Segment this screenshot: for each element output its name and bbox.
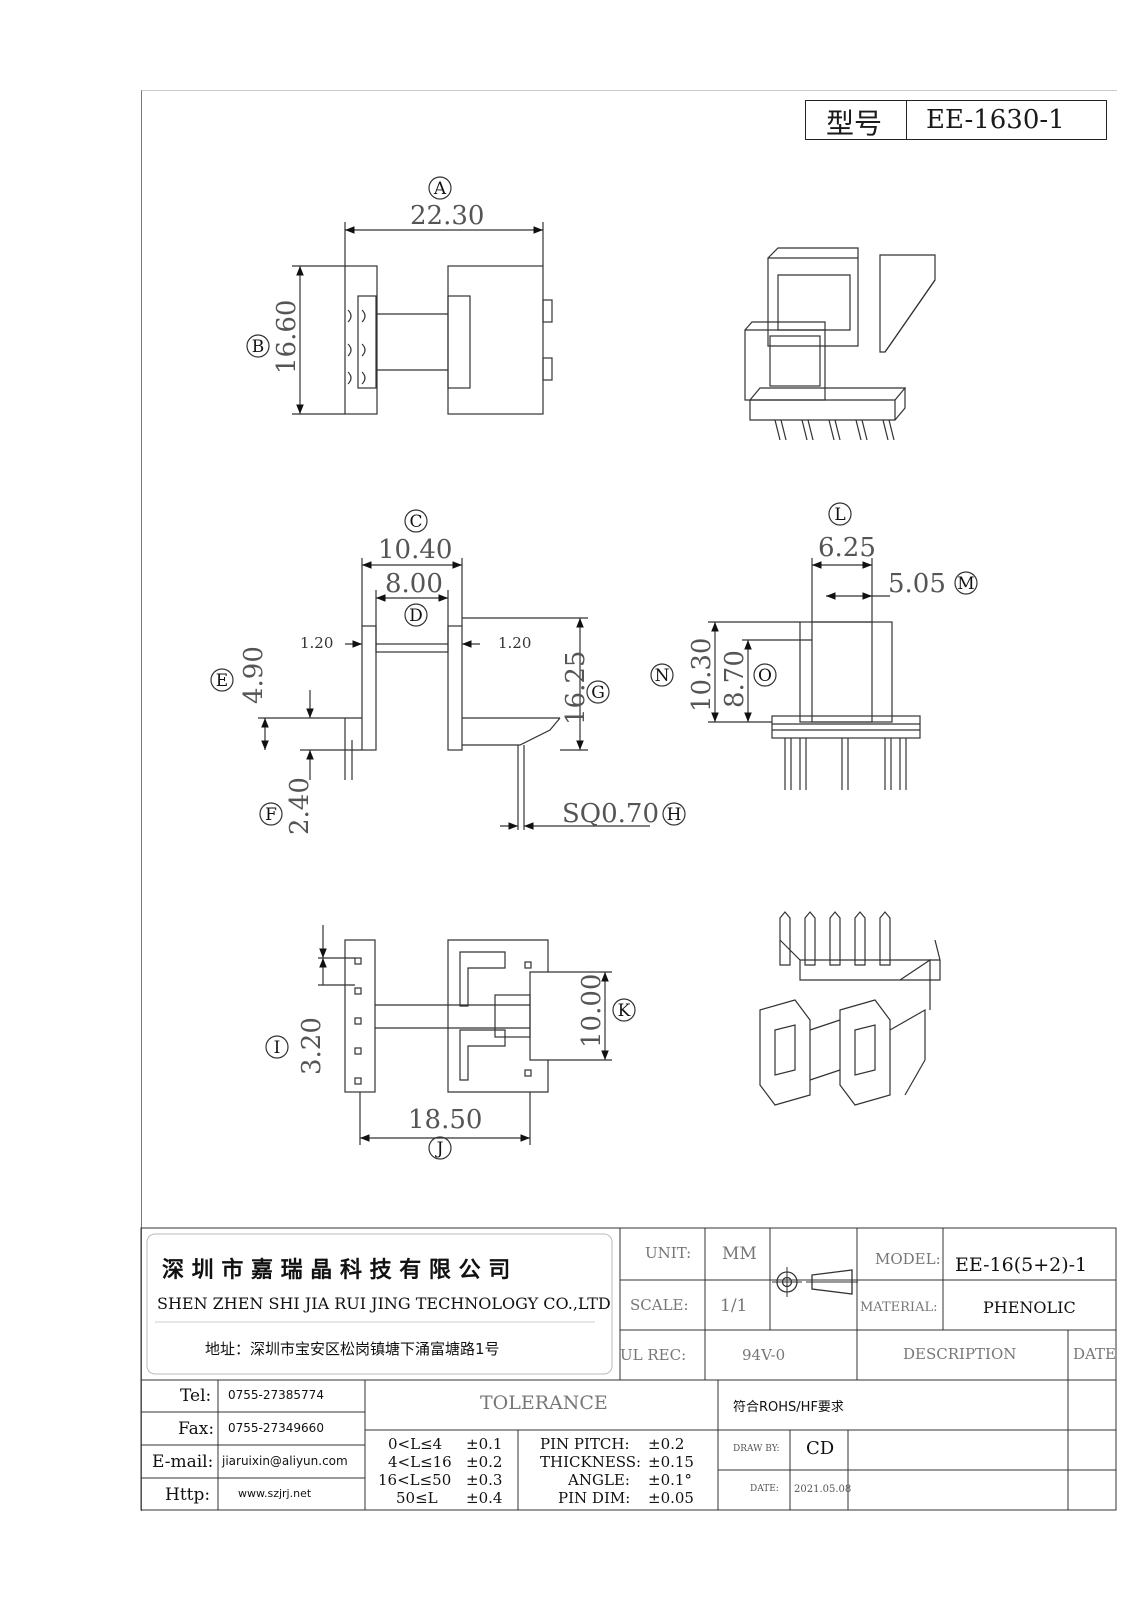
- rohs-note: 符合ROHS/HF要求: [733, 1400, 844, 1415]
- tol-item-1: THICKNESS:: [540, 1453, 642, 1471]
- ul-rec-label: UL REC:: [620, 1346, 687, 1364]
- side-view: [708, 558, 921, 790]
- tol-item-value-2: ±0.1°: [648, 1471, 692, 1489]
- date-field-label: DATE:: [750, 1484, 779, 1494]
- projection-symbol-icon: [772, 1267, 858, 1297]
- tol-range-0: 0<L≤4: [388, 1435, 443, 1453]
- isometric-view-bottom: [759, 911, 941, 1106]
- contact-http-key: Http:: [165, 1485, 211, 1505]
- tol-item-value-0: ±0.2: [648, 1435, 685, 1453]
- contact-email-key: E-mail:: [152, 1452, 214, 1472]
- label-c: C: [409, 512, 422, 532]
- material-value: PHENOLIC: [983, 1298, 1076, 1317]
- contact-http-value[interactable]: www.szjrj.net: [238, 1487, 312, 1500]
- dim-m: 5.05: [888, 569, 946, 599]
- label-i: I: [274, 1038, 281, 1058]
- material-label: MATERIAL:: [860, 1300, 938, 1315]
- company-name-en: SHEN ZHEN SHI JIA RUI JING TECHNOLOGY CO…: [157, 1294, 611, 1313]
- drawing-frame: [141, 90, 1117, 1511]
- dim-f: 2.40: [285, 777, 315, 835]
- front-view: [258, 558, 650, 830]
- technical-drawing: A B C D E F G H I J K L M N O 22.30 16.6…: [210, 176, 978, 1160]
- tolerance-title: TOLERANCE: [480, 1392, 608, 1414]
- label-d: D: [409, 606, 423, 626]
- dim-g: 16.25: [561, 651, 591, 725]
- company-name-cn: 深 圳 市 嘉 瑞 晶 科 技 有 限 公 司: [162, 1258, 511, 1283]
- label-f: F: [265, 805, 277, 825]
- dim-gap-left: 1.20: [300, 634, 333, 652]
- dim-d: 8.00: [385, 569, 443, 599]
- label-l: L: [834, 505, 845, 525]
- tol-value-0: ±0.1: [466, 1435, 503, 1453]
- label-n: N: [655, 666, 670, 686]
- dim-i: 3.20: [297, 1017, 327, 1075]
- unit-value: MM: [722, 1244, 757, 1264]
- draw-by-label: DRAW BY:: [733, 1444, 780, 1454]
- dimension-labels: [210, 176, 978, 1160]
- contact-tel-value: 0755-27385774: [228, 1388, 324, 1402]
- dim-n: 10.30: [687, 638, 717, 712]
- model-box: 型号 EE-1630-1: [805, 100, 1107, 140]
- date-field-value: 2021.05.08: [794, 1484, 852, 1495]
- model-box-label: 型号: [826, 107, 883, 140]
- label-k: K: [618, 1001, 631, 1021]
- tol-item-3: PIN DIM:: [558, 1489, 631, 1507]
- label-g: G: [591, 683, 605, 703]
- model-value: EE-16(5+2)-1: [955, 1254, 1088, 1276]
- tol-range-3: 50≤L: [396, 1489, 438, 1507]
- contact-tel-key: Tel:: [180, 1386, 212, 1406]
- scale-label: SCALE:: [630, 1296, 689, 1314]
- dim-o: 8.70: [720, 650, 750, 708]
- description-label: DESCRIPTION: [903, 1345, 1017, 1363]
- contact-email-value[interactable]: jiaruixin@aliyun.com: [222, 1454, 348, 1468]
- contact-fax-key: Fax:: [178, 1419, 215, 1439]
- label-m: M: [957, 574, 974, 594]
- label-h: H: [667, 805, 682, 825]
- dim-k: 10.00: [577, 974, 607, 1048]
- dim-b: 16.60: [272, 300, 302, 374]
- tol-value-3: ±0.4: [466, 1489, 503, 1507]
- unit-label: UNIT:: [645, 1244, 692, 1262]
- tol-item-value-1: ±0.15: [648, 1453, 694, 1471]
- model-box-value: EE-1630-1: [926, 105, 1065, 135]
- dim-j: 18.50: [408, 1105, 482, 1135]
- tol-value-2: ±0.3: [466, 1471, 503, 1489]
- tol-range-2: 16<L≤50: [378, 1471, 452, 1489]
- dim-h: SQ0.70: [562, 799, 659, 829]
- dim-a: 22.30: [410, 201, 484, 231]
- dim-e: 4.90: [239, 646, 269, 704]
- isometric-view-top: [744, 247, 936, 441]
- tol-item-value-3: ±0.05: [648, 1489, 694, 1507]
- contact-fax-value: 0755-27349660: [228, 1421, 324, 1435]
- label-e: E: [216, 671, 228, 691]
- tol-value-1: ±0.2: [466, 1453, 503, 1471]
- ul-rec-value: 94V-0: [742, 1346, 786, 1364]
- label-b: B: [252, 337, 265, 357]
- dim-l: 6.25: [818, 533, 876, 563]
- date-header-label: DATE: [1073, 1345, 1116, 1363]
- label-j: J: [435, 1139, 444, 1159]
- label-a: A: [433, 179, 447, 199]
- bottom-view: [318, 925, 612, 1145]
- dim-c: 10.40: [378, 535, 452, 565]
- draw-by-value: CD: [806, 1438, 835, 1459]
- dim-gap-right: 1.20: [498, 634, 531, 652]
- scale-value: 1/1: [720, 1296, 748, 1316]
- top-view: [292, 222, 553, 415]
- tol-item-2: ANGLE:: [568, 1471, 630, 1489]
- tol-range-1: 4<L≤16: [388, 1453, 452, 1471]
- label-o: O: [758, 666, 772, 686]
- tol-item-0: PIN PITCH:: [540, 1435, 630, 1453]
- company-address: 地址：深圳市宝安区松岗镇塘下涌富塘路1号: [205, 1340, 500, 1358]
- model-label: MODEL:: [875, 1250, 941, 1268]
